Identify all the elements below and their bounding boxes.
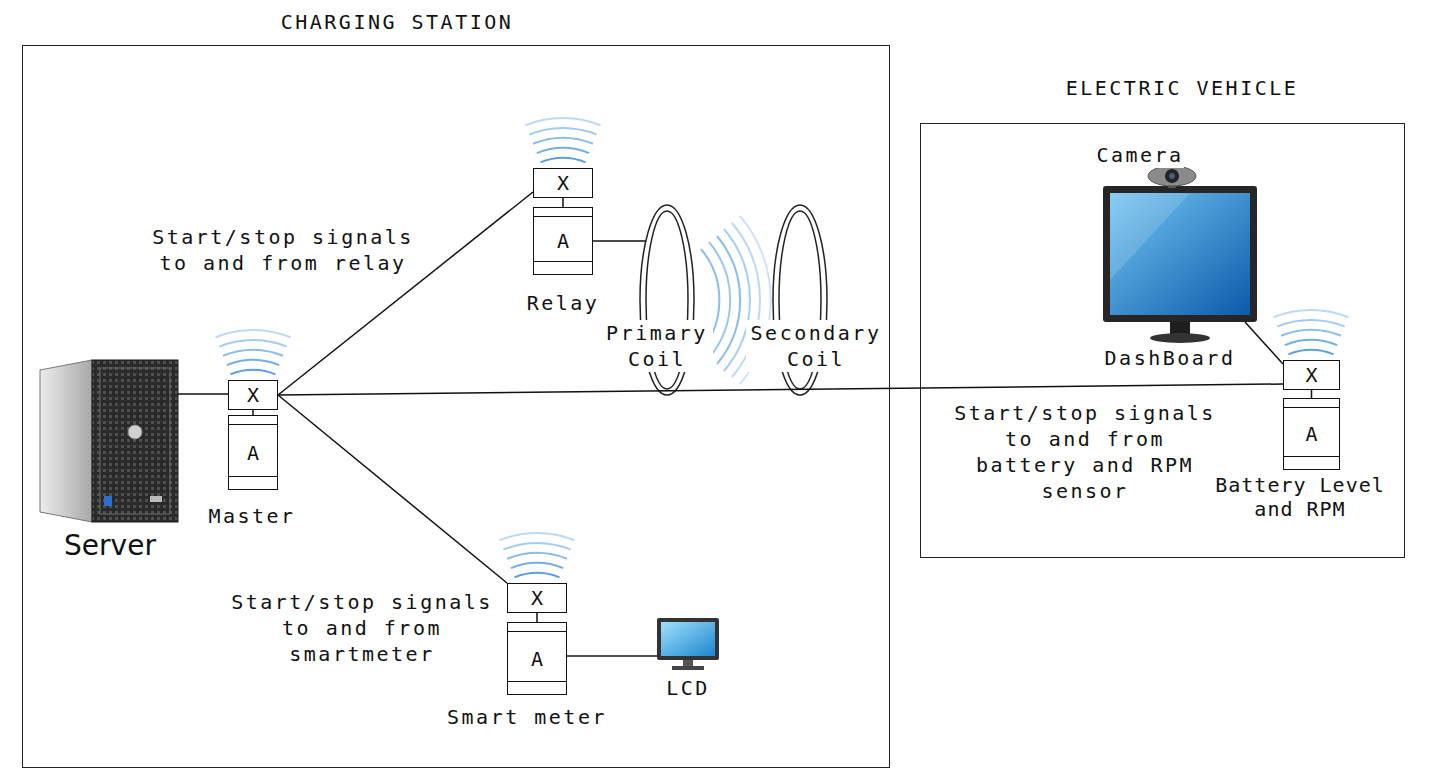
controller-box: A: [507, 622, 567, 695]
radio-module-box: X: [533, 168, 593, 198]
region-heading: ELECTRIC VEHICLE: [1066, 76, 1299, 100]
module-letter: X: [531, 587, 543, 609]
server-front: [92, 360, 178, 522]
module-letter: X: [247, 384, 259, 406]
part-label: Secondary Coil: [746, 320, 886, 372]
radio-module-box: X: [507, 583, 567, 613]
server-side: [40, 360, 92, 522]
wireless-waves: [216, 330, 291, 374]
radio-module-box: X: [228, 380, 278, 410]
server-badge: [104, 496, 112, 506]
signal-label: Start/stop signals to and from smartmete…: [226, 589, 498, 667]
coil-wire: [593, 240, 646, 242]
module-letter: A: [1305, 423, 1317, 445]
wireless-waves: [1274, 310, 1349, 354]
divider-line: [508, 681, 566, 682]
part-label: Primary Coil: [601, 320, 713, 372]
display-wire: [567, 655, 657, 657]
divider-line: [1284, 456, 1339, 457]
signal-line: [536, 613, 538, 622]
server-bezel: [100, 368, 170, 514]
part-label: Master: [208, 503, 295, 529]
region-heading: CHARGING STATION: [281, 10, 514, 34]
lcd-icon: [657, 618, 719, 670]
part-label: LCD: [666, 675, 710, 701]
controller-box: A: [228, 415, 278, 490]
part-label: Server: [64, 533, 156, 559]
dashboard-monitor: [1103, 186, 1257, 343]
server-button: [128, 425, 142, 439]
module-letter: X: [1305, 364, 1317, 386]
signal-line: [1311, 390, 1313, 398]
module-letter: A: [557, 230, 569, 252]
wireless-waves: [500, 533, 575, 577]
signal-label: Start/stop signals to and from relay: [147, 224, 419, 276]
divider-line: [229, 424, 277, 425]
module-letter: X: [557, 172, 569, 194]
controller-box: A: [1283, 398, 1340, 470]
divider-line: [1284, 407, 1339, 408]
part-label: Smart meter: [447, 704, 607, 730]
server-badge: [150, 496, 162, 502]
server-link: [178, 393, 228, 395]
controller-box: A: [533, 207, 593, 275]
signal-label: Start/stop signals to and from battery a…: [949, 400, 1221, 504]
part-label: Relay: [527, 290, 600, 316]
signal-line: [278, 384, 1283, 395]
radio-module-box: X: [1283, 360, 1340, 390]
webcam-icon: [1148, 166, 1196, 188]
signal-line: [278, 395, 507, 583]
part-label: Battery Level and RPM: [1211, 473, 1389, 521]
server-illustration: [40, 360, 178, 522]
divider-line: [534, 261, 592, 262]
signal-line: [278, 192, 533, 395]
signal-line: [562, 198, 564, 207]
module-letter: A: [531, 648, 543, 670]
divider-line: [229, 476, 277, 477]
dashboard-link: [1245, 322, 1283, 364]
divider-line: [534, 216, 592, 217]
module-letter: A: [247, 442, 259, 464]
divider-line: [508, 631, 566, 632]
part-label: Camera: [1096, 142, 1183, 168]
wireless-waves: [526, 118, 601, 162]
part-label: DashBoard: [1105, 345, 1236, 371]
